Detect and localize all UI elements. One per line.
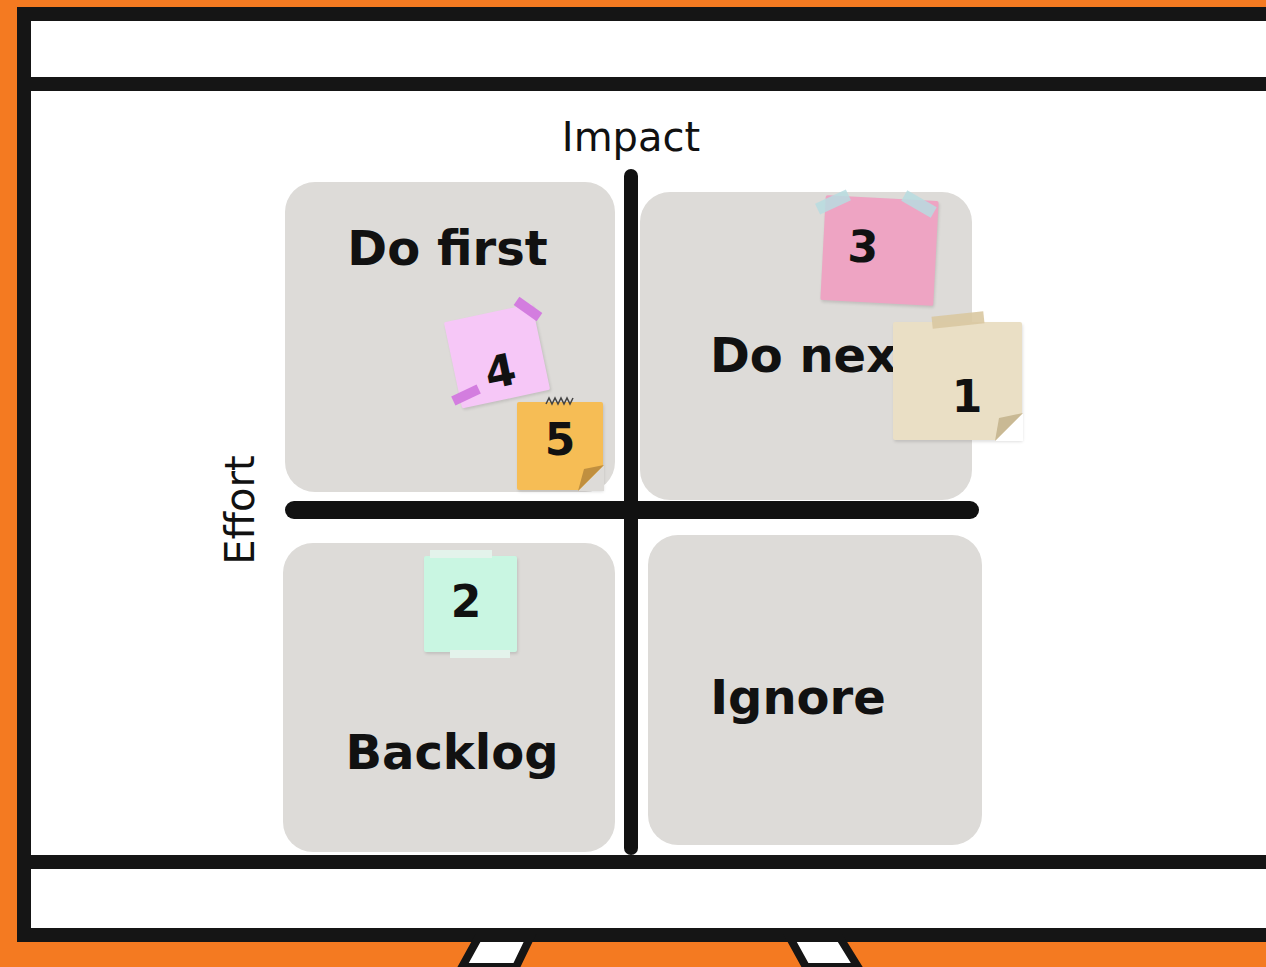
note-corner [578, 465, 604, 491]
quadrant-box: Do next31 [640, 192, 972, 500]
tape [932, 311, 985, 328]
quadrant-label: Backlog [287, 728, 617, 776]
tape [430, 550, 492, 558]
quadrant-box: Do first 4 5 [285, 182, 615, 492]
tape [815, 189, 851, 214]
effort-axis [294, 501, 970, 519]
sticky-note: 5 [517, 402, 603, 490]
sticky-note: 2 [424, 556, 517, 652]
axis-label: Impact [531, 117, 731, 157]
note-corner [995, 413, 1023, 441]
note-fold [995, 413, 1023, 441]
note-number: 3 [822, 223, 904, 271]
sticky-note: 3 [820, 195, 938, 306]
spiral-binding [546, 398, 573, 404]
tape [514, 297, 543, 321]
board-frame [24, 14, 1266, 935]
sticky-note: 4 [444, 304, 550, 409]
tape [901, 190, 936, 217]
note-number: 2 [424, 580, 508, 624]
quadrant-box: Ignore [648, 535, 982, 845]
board-rail [24, 855, 1266, 869]
sticky-note: 1 [893, 322, 1022, 440]
easel-leg [790, 938, 858, 967]
board-rail [24, 77, 1266, 91]
note-number: 4 [452, 341, 549, 403]
note-number: 5 [517, 418, 603, 462]
tape [451, 385, 481, 406]
quadrant-box: Backlog 2 [283, 543, 615, 852]
tape [450, 650, 510, 658]
quadrant-label: Do first [285, 224, 610, 272]
easel-leg [462, 938, 530, 967]
impact-axis [624, 176, 638, 848]
quadrant-label: Ignore [648, 673, 948, 721]
axis-label: Effort [220, 410, 260, 610]
note-fold [578, 465, 604, 491]
note-number: 1 [937, 375, 997, 419]
